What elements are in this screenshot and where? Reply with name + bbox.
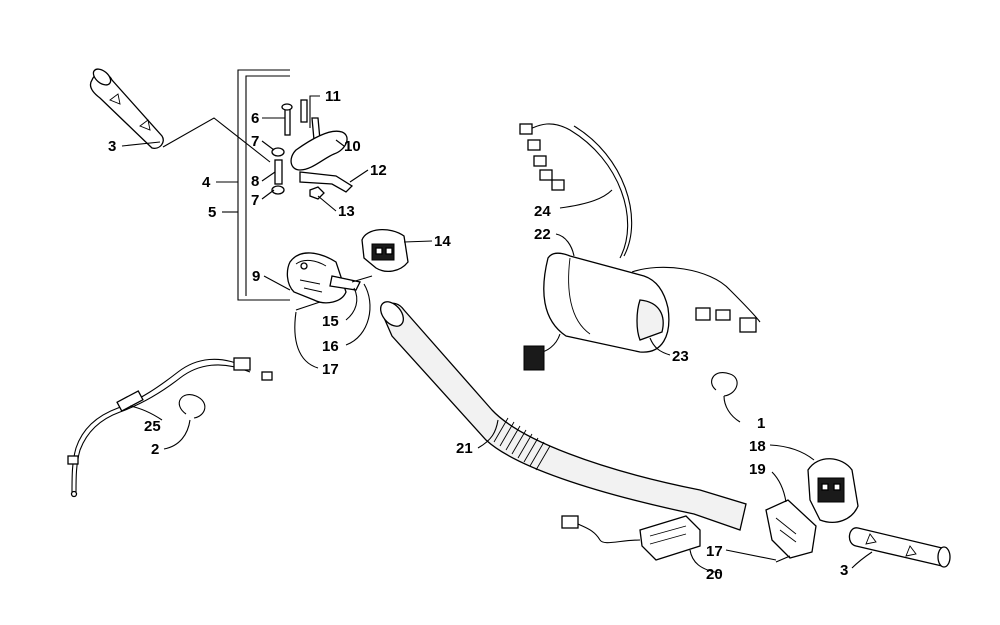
callout-labels: 1 2 3 3 4 5 6 7 7 8 9 10 11 12 13 14 15 … (108, 88, 848, 583)
callout-7-top: 7 (251, 133, 259, 150)
callout-12: 12 (370, 162, 387, 179)
callout-11: 11 (325, 88, 341, 105)
leader-lines (121, 95, 873, 574)
handlebar (380, 301, 747, 531)
clip-1 (711, 372, 738, 397)
heater-module (543, 252, 670, 353)
callout-22: 22 (534, 226, 551, 243)
harness (519, 123, 761, 371)
callout-25: 25 (144, 418, 161, 435)
callout-2: 2 (151, 441, 159, 458)
clip-2 (178, 394, 206, 419)
bracket-lines (162, 69, 290, 301)
left-cable (67, 357, 273, 498)
callout-10: 10 (344, 138, 361, 155)
callout-1: 1 (757, 415, 765, 432)
callout-16: 16 (322, 338, 339, 355)
callout-18: 18 (749, 438, 766, 455)
left-switch (361, 229, 409, 273)
callout-7-bottom: 7 (251, 192, 259, 209)
right-switch (765, 458, 859, 563)
callout-19: 19 (749, 461, 766, 478)
grip-heater (561, 515, 701, 561)
callout-21: 21 (456, 440, 473, 457)
callout-4: 4 (202, 174, 211, 191)
callout-3-right: 3 (840, 562, 848, 579)
callout-14: 14 (434, 233, 451, 250)
callout-6: 6 (251, 110, 259, 127)
right-grip (848, 527, 951, 568)
callout-23: 23 (672, 348, 689, 365)
callout-20: 20 (706, 566, 723, 583)
callout-17-right: 17 (706, 543, 723, 560)
callout-13: 13 (338, 203, 355, 220)
left-grip (89, 68, 164, 149)
throttle-housing (286, 252, 373, 311)
callout-17-left: 17 (322, 361, 339, 378)
callout-3-left: 3 (108, 138, 116, 155)
callout-8: 8 (251, 173, 259, 190)
callout-15: 15 (322, 313, 339, 330)
callout-24: 24 (534, 203, 551, 220)
callout-9: 9 (252, 268, 260, 285)
callout-5: 5 (208, 204, 216, 221)
throttle-hardware (271, 99, 354, 200)
